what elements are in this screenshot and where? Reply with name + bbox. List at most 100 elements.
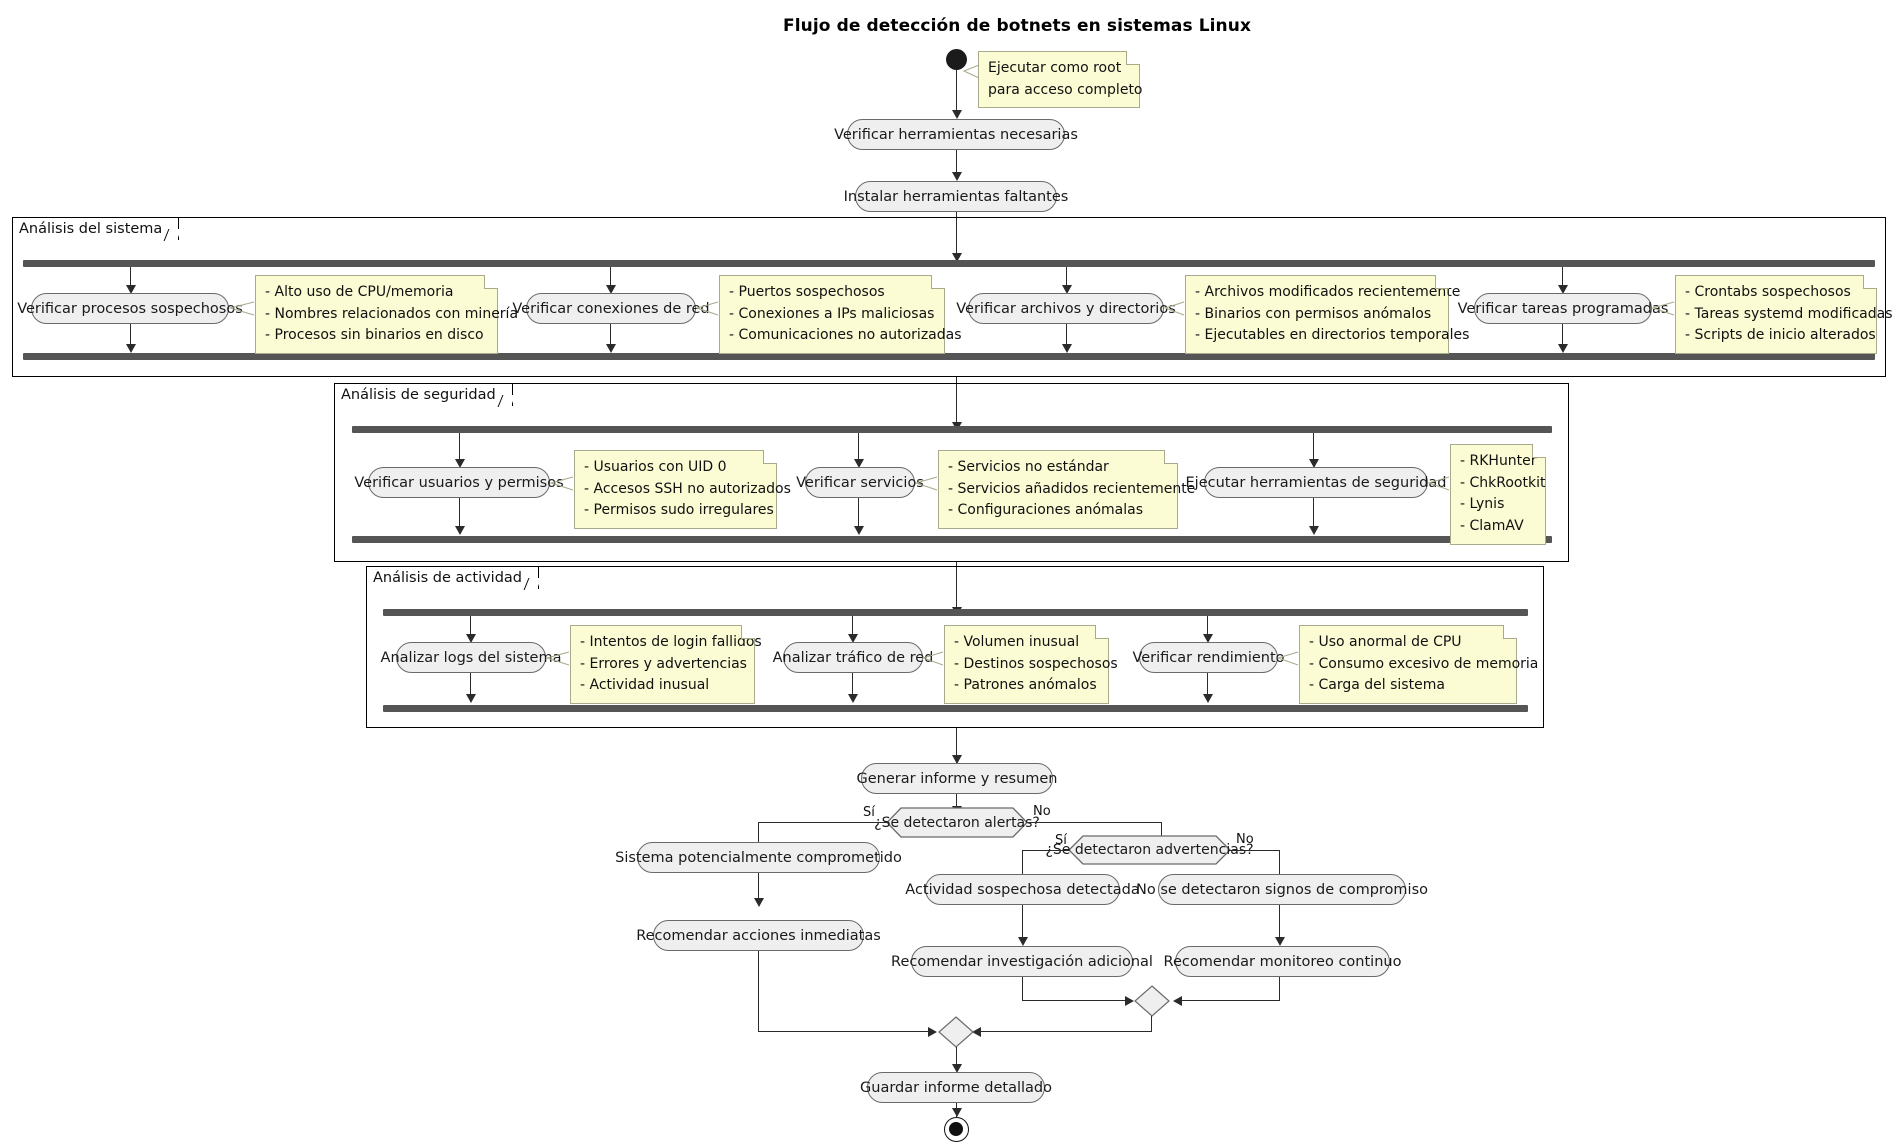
note-fold-icon: [1095, 625, 1109, 639]
activity-analizar-logs[interactable]: Analizar logs del sistema: [381, 642, 561, 673]
partition-analisis-de-seguridad: [334, 383, 1569, 562]
edge-limpio-to-monitoreo: [1279, 905, 1281, 943]
arrowhead: [1309, 526, 1319, 535]
edge-fork-to-procesos: [130, 267, 132, 290]
edge-usuarios-to-joinsec: [459, 498, 461, 533]
arrowhead: [466, 634, 476, 643]
activity-verificar-rendimiento[interactable]: Verificar rendimiento: [1132, 642, 1285, 673]
edge-acciones-to-merge1-h: [758, 1031, 934, 1033]
decision1-yes-label: Sí: [863, 805, 875, 820]
edge-forksec-to-usuarios: [459, 433, 461, 464]
end-node-inner: [949, 1122, 963, 1136]
note-rendimiento: - Uso anormal de CPU - Consumo excesivo …: [1299, 625, 1538, 705]
edge-informe-to-decision1: [956, 794, 958, 815]
arrowhead: [1173, 996, 1182, 1006]
note-archivos: - Archivos modificados recientemente - B…: [1185, 275, 1469, 355]
arrowhead: [952, 253, 962, 262]
edge-forkact-to-trafico: [852, 616, 854, 640]
activity-sin-compromiso[interactable]: No se detectaron signos de compromiso: [1136, 874, 1428, 905]
arrowhead: [854, 459, 864, 468]
note-fold-icon: [741, 625, 755, 639]
arrowhead: [952, 1064, 962, 1073]
edge-monitoreo-to-merge2-h: [1179, 1000, 1279, 1002]
note-fold-icon: [1126, 51, 1140, 65]
edge-forksec-to-herramientas: [1313, 433, 1315, 464]
note-leader-servicios: [915, 476, 938, 491]
edge-step1-step2: [956, 150, 958, 178]
edge-decision1-yes-h: [758, 822, 888, 824]
note-logs: - Intentos de login fallidos - Errores y…: [570, 625, 762, 705]
edge-investigacion-to-merge2-v: [1022, 977, 1024, 1001]
activity-verificar-conexiones[interactable]: Verificar conexiones de red: [512, 293, 710, 324]
arrowhead: [1275, 937, 1285, 946]
decision-advertencias[interactable]: ¿Se detectaron advertencias?: [1045, 835, 1254, 865]
partition-label-analisis-de-actividad: Análisis de actividad: [366, 566, 540, 589]
edge-monitoreo-to-merge2-v: [1279, 977, 1281, 1001]
edge-decision1-yes-v: [758, 822, 760, 854]
decision-alertas[interactable]: ¿Se detectaron alertas?: [874, 807, 1040, 838]
note-leader-herramientas: [1428, 476, 1450, 491]
note-leader-conexiones: [696, 301, 719, 316]
arrowhead: [606, 285, 616, 294]
edge-merge1-to-guardar: [956, 1047, 958, 1071]
fork-bar-system: [23, 260, 1875, 267]
arrowhead: [1125, 996, 1134, 1006]
arrowhead: [1062, 344, 1072, 353]
activity-verificar-tareas[interactable]: Verificar tareas programadas: [1458, 293, 1668, 324]
note-leader-procesos: [229, 301, 255, 316]
note-servicios: - Servicios no estándar - Servicios añad…: [938, 450, 1195, 530]
note-herramientas-seguridad: - RKHunter - ChkRootkit - Lynis - ClamAV: [1450, 444, 1546, 545]
activity-recomendar-investigacion[interactable]: Recomendar investigación adicional: [891, 946, 1153, 977]
edge-decision2-no-h: [1229, 850, 1280, 852]
activity-instalar-herramientas[interactable]: Instalar herramientas faltantes: [844, 181, 1068, 212]
arrowhead: [1558, 285, 1568, 294]
note-start: Ejecutar como root para acceso completo: [978, 51, 1143, 109]
activity-ejecutar-herramientas-seguridad[interactable]: Ejecutar herramientas de seguridad: [1186, 467, 1446, 498]
start-node: [946, 49, 967, 70]
activity-generar-informe[interactable]: Generar informe y resumen: [857, 763, 1058, 794]
activity-sistema-comprometido[interactable]: Sistema potencialmente comprometido: [615, 842, 902, 873]
partition-analisis-de-actividad: [366, 566, 1544, 728]
diagram-title: Flujo de detección de botnets en sistema…: [783, 16, 1252, 36]
fork-bar-activity: [383, 609, 1528, 616]
join-bar-system: [23, 353, 1875, 360]
activity-verificar-archivos[interactable]: Verificar archivos y directorios: [956, 293, 1176, 324]
edge-decision2-yes-v: [1022, 850, 1024, 881]
edge-decision2-yes-h: [1022, 850, 1070, 852]
activity-verificar-procesos[interactable]: Verificar procesos sospechosos: [17, 293, 243, 324]
edge-herramientas-to-joinsec: [1313, 498, 1315, 533]
arrowhead: [1558, 344, 1568, 353]
activity-analizar-trafico[interactable]: Analizar tráfico de red: [773, 642, 933, 673]
note-trafico: - Volumen inusual - Destinos sospechosos…: [944, 625, 1118, 705]
arrowhead: [928, 1027, 937, 1037]
arrowhead: [848, 694, 858, 703]
edge-comprometido-to-acciones: [758, 873, 760, 904]
activity-guardar-informe[interactable]: Guardar informe detallado: [860, 1072, 1052, 1103]
note-leader-logs: [546, 651, 570, 666]
edge-conexiones-to-join: [610, 324, 612, 350]
arrowhead: [1018, 937, 1028, 946]
activity-recomendar-monitoreo[interactable]: Recomendar monitoreo continuo: [1164, 946, 1401, 977]
edge-partition2-to-partition3: [956, 562, 958, 614]
arrowhead: [754, 898, 764, 907]
fork-bar-security: [352, 426, 1552, 433]
merge-node-warnings: [1134, 985, 1170, 1017]
edge-partition1-to-partition2: [956, 377, 958, 429]
arrowhead: [466, 694, 476, 703]
arrowhead: [1309, 459, 1319, 468]
activity-recomendar-acciones[interactable]: Recomendar acciones inmediatas: [636, 920, 881, 951]
arrowhead: [1203, 634, 1213, 643]
activity-verificar-herramientas[interactable]: Verificar herramientas necesarias: [834, 119, 1078, 150]
edge-partition3-to-informe: [956, 728, 958, 763]
note-fold-icon: [763, 450, 777, 464]
edge-tareas-to-join: [1562, 324, 1564, 350]
partition-label-analisis-del-sistema: Análisis del sistema: [12, 217, 180, 240]
edge-decision2-no-v: [1279, 850, 1281, 881]
merge-node-final: [938, 1016, 974, 1048]
activity-verificar-usuarios[interactable]: Verificar usuarios y permisos: [354, 467, 564, 498]
note-fold-icon: [931, 275, 945, 289]
activity-actividad-sospechosa[interactable]: Actividad sospechosa detectada: [905, 874, 1140, 905]
activity-verificar-servicios[interactable]: Verificar servicios: [796, 467, 924, 498]
note-leader-rendimiento: [1277, 651, 1299, 666]
